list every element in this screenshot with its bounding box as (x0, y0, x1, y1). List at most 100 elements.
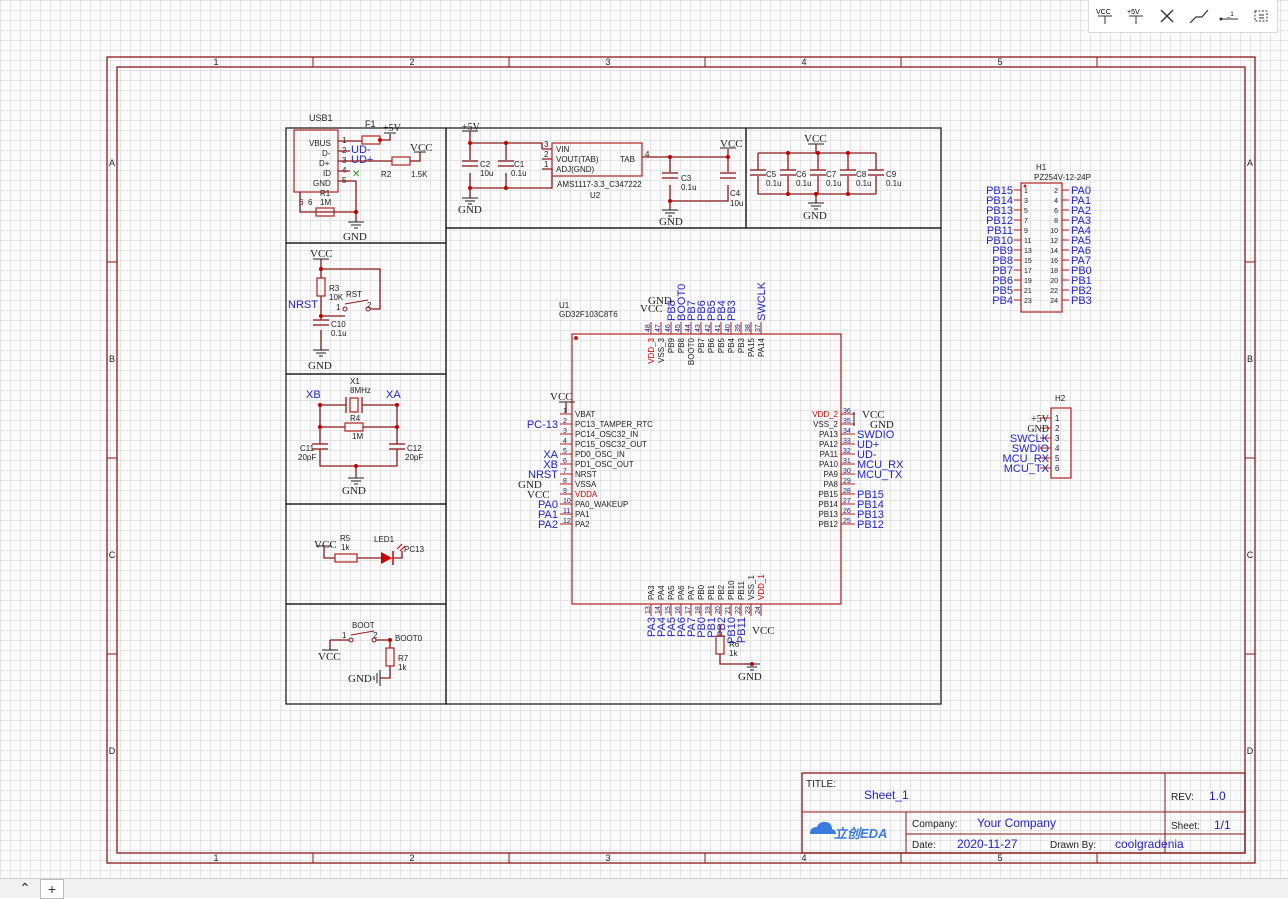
mcu-pin-num-top: 43 (695, 324, 702, 332)
ldo-ref: U2 (590, 191, 601, 200)
wire-tool-button[interactable] (1186, 5, 1212, 27)
row-label-a: A (109, 158, 115, 168)
mcu-pin-num-bottom: 21 (725, 606, 732, 614)
c8-value: 0.1u (856, 179, 872, 188)
reset-gnd: GND (308, 360, 332, 372)
mcu-net-label-bottom: PA6 (676, 617, 688, 637)
ldo-section[interactable]: +5V C2 10u C1 0.1u GND 3 2 1 4 VIN VOUT(… (458, 122, 743, 228)
mcu-pin-num-bottom: 22 (735, 606, 742, 614)
h1-pin-left: 17 (1024, 268, 1032, 275)
usb-section[interactable]: USB1 VBUS D- D+ ID GND 1 2 3 4 5 6 6 F1 … (293, 113, 433, 243)
h1-net-right: PA5 (1071, 235, 1091, 247)
mcu-pin-name-top: PB9 (667, 337, 676, 353)
net-label-button[interactable]: _1 (1217, 5, 1243, 27)
col-label-4: 4 (801, 57, 806, 67)
c12-value: 20pF (405, 453, 423, 462)
sheet-tab-bar: ⌃ + (0, 878, 1288, 899)
net-ud-minus: UD- (351, 144, 371, 156)
mcu-pin-num-top: 47 (655, 324, 662, 332)
mcu-pin-name-top: PA14 (757, 337, 766, 357)
col-label-1: 1 (213, 57, 218, 67)
mcu-net-label-right: UD- (857, 449, 877, 461)
boot-section[interactable]: BOOT 1 2 BOOT0 VCC R7 1k GND (318, 621, 423, 686)
mcu-pin-name-left: VDDA (575, 490, 598, 499)
mcu-pin-name-bottom: PB0 (697, 584, 706, 600)
mcu-pin-name-top: VSS_3 (657, 337, 666, 362)
mcu-net-label-right: MCU_TX (857, 469, 903, 481)
c4-ref: C4 (730, 189, 741, 198)
mcu-part: GD32F103C8T6 (559, 310, 618, 319)
mcu-pin-name-bottom: PB1 (707, 584, 716, 600)
crystal-section[interactable]: XB XA X1 8MHz R4 1M C11 20pF C12 20pF GN… (298, 377, 423, 497)
sheet-value: 1/1 (1214, 818, 1231, 832)
net-port-button[interactable] (1248, 5, 1274, 27)
mcu-net-label-left: PC-13 (527, 419, 558, 431)
mcu-pin-name-left: VBAT (575, 410, 595, 419)
mcu-pin-name-left: PC13_TAMPER_RTC (575, 420, 653, 429)
c3-value: 0.1u (681, 183, 697, 192)
mcu-net-label-right: PB13 (857, 509, 884, 521)
mcu-pin-name-top: PB3 (737, 337, 746, 353)
sheet-label: Sheet: (1171, 821, 1200, 832)
r2-ref: R2 (381, 170, 392, 179)
boot-gnd: GND (348, 673, 372, 685)
boot0-net: BOOT0 (395, 634, 423, 643)
title-label: TITLE: (806, 779, 836, 790)
decap-gnd: GND (803, 210, 827, 222)
mcu-pin-num-bottom: 13 (645, 606, 652, 614)
ldo-pin4: 4 (645, 150, 650, 159)
led-section[interactable]: VCC R5 1k LED1 PC13 (314, 534, 425, 565)
h1-pin-left: 19 (1024, 278, 1032, 285)
no-connect-flag-button[interactable] (1154, 5, 1180, 27)
mcu-pin-num-top: 44 (685, 324, 692, 332)
lceda-logo: 立创EDA (810, 821, 887, 841)
mcu-pin-name-top: BOOT0 (687, 337, 696, 365)
r7-value: 1k (398, 663, 407, 672)
plus5v-power-button[interactable]: +5V (1123, 5, 1149, 27)
mcu-pin-num-top: 46 (665, 324, 672, 332)
mcu-ref: U1 (559, 301, 570, 310)
mcu-pin-num-bottom: 16 (675, 606, 682, 614)
mcu-net-label-right: SWDIO (857, 429, 895, 441)
mcu-pin-name-bottom: VSS_1 (747, 575, 756, 600)
h1-net-right: PB2 (1071, 285, 1092, 297)
section-boxes (285, 127, 942, 705)
col-label-2: 2 (409, 57, 414, 67)
add-sheet-button[interactable]: + (40, 879, 64, 899)
company-value: Your Company (977, 816, 1056, 830)
mcu-pin-name-left: PC15_OSC32_OUT (575, 440, 647, 449)
mcu-pin-num-top: 38 (745, 324, 752, 332)
decoupling-section[interactable]: VCC C5 0.1u C6 0.1u C7 0.1u C8 0.1u C9 0… (750, 133, 902, 222)
date-value: 2020-11-27 (957, 837, 1018, 851)
mcu-net-label-top: PB5 (706, 300, 718, 321)
h1-pin-left: 21 (1024, 288, 1032, 295)
r4-value: 1M (352, 432, 363, 441)
mcu-pin-name-bottom: PA5 (667, 585, 676, 600)
vcc-power-button[interactable]: VCC (1092, 5, 1118, 27)
mcu-pin-name-bottom: VDD_1 (757, 574, 766, 600)
h1-pin-right: 24 (1050, 298, 1058, 305)
mcu-pin-num-bottom: 24 (755, 606, 762, 614)
h1-pin-left: 15 (1024, 258, 1032, 265)
mcu-pin-num-bottom: 19 (705, 606, 712, 614)
mcu-vcc-right: VCC (862, 409, 885, 421)
mcu-pin-name-right: PB15 (818, 490, 838, 499)
mcu-pin-num-bottom: 15 (665, 606, 672, 614)
c1-ref: C1 (514, 160, 525, 169)
schematic-canvas[interactable]: 1 2 3 4 5 1 2 3 4 5 A B C D A B C D USB1… (0, 0, 1288, 878)
mcu-pin-num-top: 41 (715, 324, 722, 332)
h1-net-left: PB8 (992, 255, 1013, 267)
reset-section[interactable]: VCC R3 10K NRST RST 1 2 C10 0.1u GND (288, 248, 381, 372)
h1-net-right: PB0 (1071, 265, 1092, 277)
mcu-pin-num-top: 39 (735, 324, 742, 332)
scroll-up-icon[interactable]: ⌃ (19, 879, 31, 896)
mcu-pin-num-left: 4 (563, 438, 567, 445)
ldo-body (551, 142, 643, 177)
frame-outer (106, 56, 1256, 864)
ldo-pin-vin: VIN (556, 145, 570, 154)
c9-ref: C9 (886, 170, 897, 179)
net-ud-plus: UD+ (351, 154, 373, 166)
